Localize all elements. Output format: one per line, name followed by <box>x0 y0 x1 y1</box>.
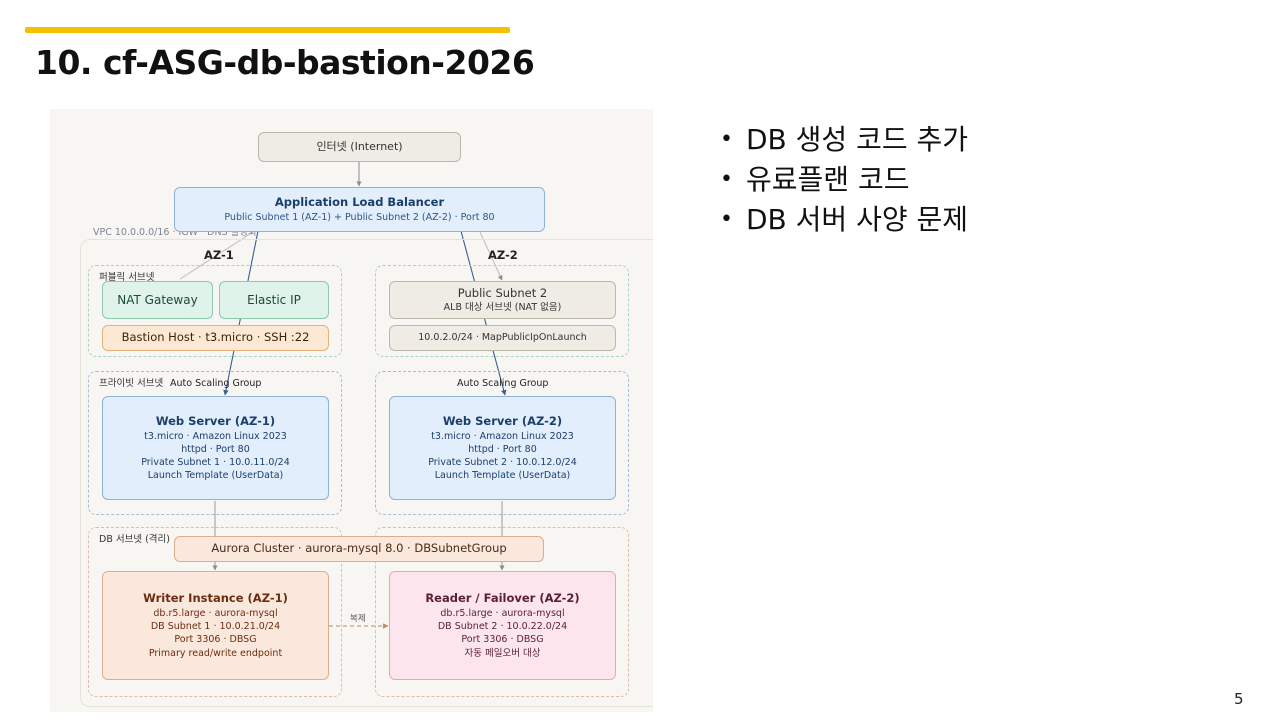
bullet-item: DB 생성 코드 추가 <box>720 120 968 160</box>
public-subnet-az1-zone <box>88 265 342 357</box>
vpc-label: VPC 10.0.0.0/16 · IGW · DNS 활성화 <box>93 227 257 238</box>
asg-label-az1: Auto Scaling Group <box>170 378 262 389</box>
alb-node: Application Load Balancer Public Subnet … <box>174 187 545 232</box>
az2-label: AZ-2 <box>488 248 518 262</box>
public-subnet2-subtitle: ALB 대상 서브넷 (NAT 없음) <box>443 302 562 314</box>
vpc-boundary <box>80 239 653 707</box>
internet-node: 인터넷 (Internet) <box>258 132 461 162</box>
writer-instance-line: DB Subnet 1 · 10.0.21.0/24 <box>150 621 281 633</box>
replication-label: 복제 <box>350 614 366 624</box>
alb-title: Application Load Balancer <box>274 195 445 210</box>
bastion-host-label: Bastion Host · t3.micro · SSH :22 <box>121 330 310 345</box>
writer-instance-line: Primary read/write endpoint <box>148 647 283 659</box>
alb-subtitle: Public Subnet 1 (AZ-1) + Public Subnet 2… <box>224 211 495 223</box>
az1-label: AZ-1 <box>204 248 234 262</box>
reader-instance-line: DB Subnet 2 · 10.0.22.0/24 <box>437 621 568 633</box>
web-server-az2-title: Web Server (AZ-2) <box>442 413 563 428</box>
web-server-az2-line: Private Subnet 2 · 10.0.12.0/24 <box>428 456 577 468</box>
db-subnet-label: DB 서브넷 (격리) <box>97 531 172 545</box>
web-server-az1-title: Web Server (AZ-1) <box>155 413 276 428</box>
public-subnet2-title: Public Subnet 2 <box>457 285 548 300</box>
writer-instance-line: Port 3306 · DBSG <box>174 634 257 646</box>
nat-gateway-node: NAT Gateway <box>102 281 213 319</box>
web-server-az1-line: t3.micro · Amazon Linux 2023 <box>144 430 287 442</box>
private-subnet-az2-zone <box>375 371 629 515</box>
reader-instance-line: db.r5.large · aurora-mysql <box>440 608 565 620</box>
writer-instance-line: db.r5.large · aurora-mysql <box>153 608 278 620</box>
public-subnet2-node: Public Subnet 2 ALB 대상 서브넷 (NAT 없음) <box>389 281 616 319</box>
asg-label-az2: Auto Scaling Group <box>457 378 549 389</box>
private-subnet-az1-zone <box>88 371 342 515</box>
title-accent-bar <box>25 27 510 33</box>
reader-instance-line: Port 3306 · DBSG <box>461 634 544 646</box>
web-server-az1-line: Private Subnet 1 · 10.0.11.0/24 <box>141 456 290 468</box>
architecture-diagram: 인터넷 (Internet) VPC 10.0.0.0/16 · IGW · D… <box>50 109 653 712</box>
db-subnet-az2-zone <box>375 527 629 697</box>
reader-instance-node: Reader / Failover (AZ-2) db.r5.large · a… <box>389 571 616 680</box>
elastic-ip-node: Elastic IP <box>219 281 329 319</box>
bullet-list: DB 생성 코드 추가 유료플랜 코드 DB 서버 사양 문제 <box>720 120 968 240</box>
web-server-az1-node: Web Server (AZ-1) t3.micro · Amazon Linu… <box>102 396 329 500</box>
writer-instance-title: Writer Instance (AZ-1) <box>143 591 288 606</box>
elastic-ip-label: Elastic IP <box>247 292 301 307</box>
nat-gateway-label: NAT Gateway <box>117 292 198 307</box>
slide-title: 10. cf-ASG-db-bastion-2026 <box>35 43 535 82</box>
bullet-item: 유료플랜 코드 <box>720 160 968 200</box>
web-server-az2-line: Launch Template (UserData) <box>434 470 571 482</box>
bastion-host-node: Bastion Host · t3.micro · SSH :22 <box>102 325 329 351</box>
page-number: 5 <box>1234 690 1244 708</box>
internet-label: 인터넷 (Internet) <box>316 140 403 154</box>
db-subnet-az1-zone <box>88 527 342 697</box>
web-server-az2-line: httpd · Port 80 <box>468 443 537 455</box>
reader-instance-title: Reader / Failover (AZ-2) <box>425 591 580 606</box>
web-server-az2-line: t3.micro · Amazon Linux 2023 <box>431 430 574 442</box>
bullet-item: DB 서버 사양 문제 <box>720 200 968 240</box>
web-server-az1-line: httpd · Port 80 <box>181 443 250 455</box>
public-subnet-label: 퍼블릭 서브넷 <box>97 269 157 283</box>
reader-instance-line: 자동 페일오버 대상 <box>464 647 541 659</box>
public-subnet-az2-zone <box>375 265 629 357</box>
aurora-cluster-label: Aurora Cluster · aurora-mysql 8.0 · DBSu… <box>211 541 507 556</box>
public-subnet2-cidr: 10.0.2.0/24 · MapPublicIpOnLaunch <box>418 332 587 344</box>
public-subnet2-cidr-node: 10.0.2.0/24 · MapPublicIpOnLaunch <box>389 325 616 351</box>
web-server-az2-node: Web Server (AZ-2) t3.micro · Amazon Linu… <box>389 396 616 500</box>
web-server-az1-line: Launch Template (UserData) <box>147 470 284 482</box>
private-subnet-label: 프라이빗 서브넷 <box>97 375 166 389</box>
writer-instance-node: Writer Instance (AZ-1) db.r5.large · aur… <box>102 571 329 680</box>
aurora-cluster-node: Aurora Cluster · aurora-mysql 8.0 · DBSu… <box>174 536 544 562</box>
